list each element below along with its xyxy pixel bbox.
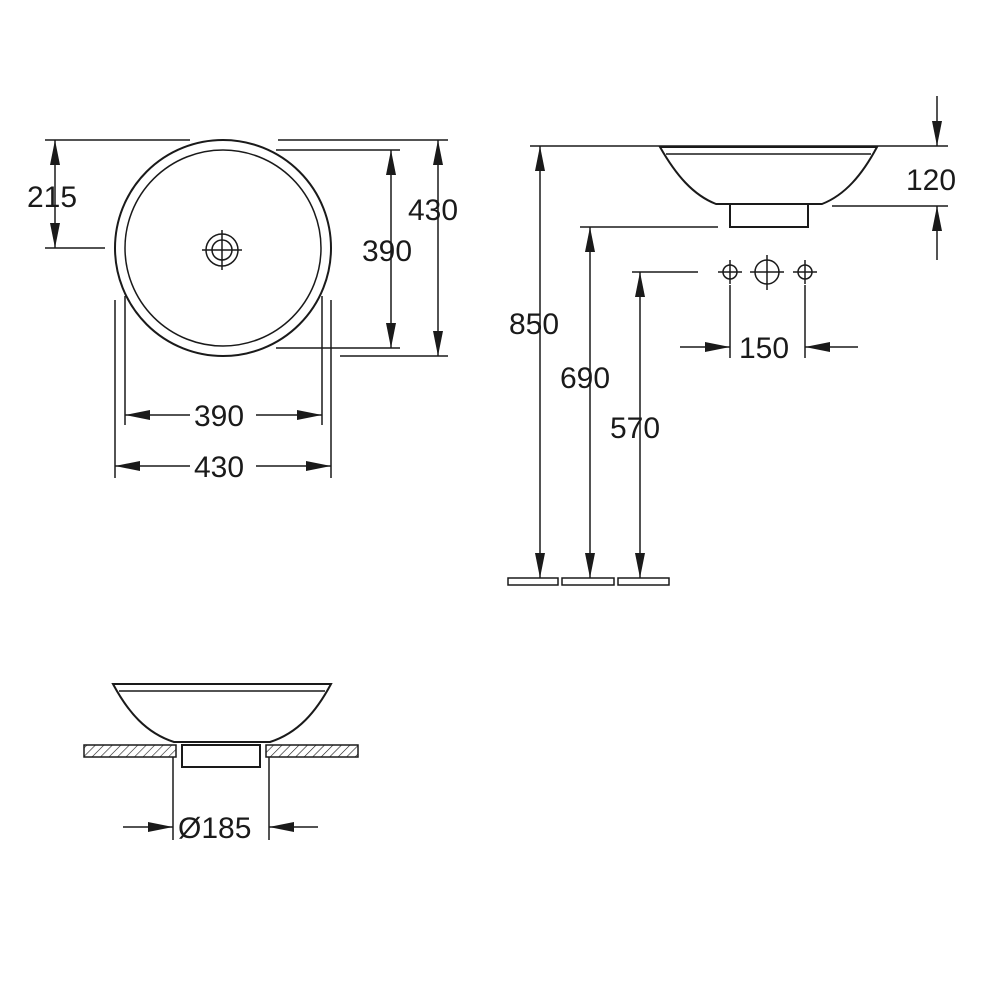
basin-outer-rim — [114, 139, 332, 357]
dimension-390-horizontal — [124, 296, 323, 425]
dimension-label-430-vertical: 430 — [408, 194, 458, 227]
floor-block — [561, 577, 615, 586]
side-view: 120 850 690 570 — [507, 96, 956, 586]
drain-icon — [202, 230, 242, 270]
dimension-label-390-horizontal: 390 — [194, 400, 244, 433]
dimension-diameter-185 — [123, 757, 318, 840]
dimension-label-850: 850 — [509, 308, 559, 341]
dimension-label-215: 215 — [27, 181, 77, 214]
dimension-850 — [535, 146, 545, 578]
basin-side-profile — [658, 146, 879, 205]
dimension-label-430-horizontal: 430 — [194, 451, 244, 484]
countertop-left — [83, 744, 177, 758]
dimension-430-vertical — [278, 139, 448, 357]
floor-block — [507, 577, 559, 586]
basin-inner-rim — [124, 149, 322, 347]
dimension-label-390-vertical: 390 — [362, 235, 412, 268]
countertop-right — [265, 744, 359, 758]
dimension-label-120: 120 — [906, 164, 956, 197]
waste-outlet — [729, 203, 809, 228]
dimension-label-150: 150 — [739, 332, 789, 365]
dimension-690 — [580, 226, 718, 578]
dimension-label-570: 570 — [610, 412, 660, 445]
dimension-570 — [632, 271, 698, 578]
basin-section-profile — [111, 683, 333, 743]
floor-block — [617, 577, 670, 586]
tap-connection-icon — [793, 260, 817, 284]
waste-outlet-section — [181, 744, 261, 768]
drain-connection-icon — [750, 255, 784, 290]
dimension-215 — [45, 139, 190, 249]
section-view: Ø185 — [83, 683, 359, 845]
dimension-150 — [680, 285, 858, 358]
dimension-390-vertical — [276, 149, 400, 349]
top-view: 215 390 430 390 — [27, 139, 458, 484]
tap-connection-icon — [718, 260, 742, 284]
dimension-label-diameter-185: Ø185 — [178, 812, 251, 845]
dimension-label-690: 690 — [560, 362, 610, 395]
dimension-120 — [530, 96, 948, 260]
dimension-430-horizontal — [114, 300, 332, 478]
